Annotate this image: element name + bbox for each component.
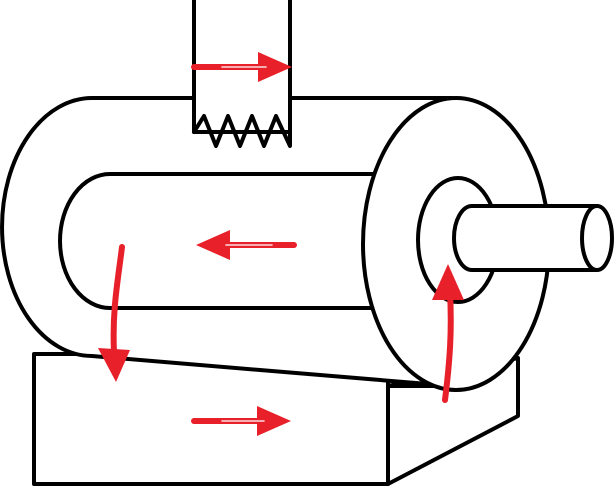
arrow-inner-passage: [196, 230, 297, 260]
shaft-end-face: [580, 204, 614, 272]
inner-cylinder-passage: [58, 172, 460, 310]
passage-body: [58, 172, 460, 310]
arrow-in-duct: [191, 52, 292, 82]
arrow-in-base: [191, 406, 291, 436]
shaft-body: [452, 204, 598, 272]
heating-element-zigzag: [192, 114, 292, 148]
output-shaft: [452, 204, 614, 272]
arrow-down-left: [98, 244, 130, 382]
arrow-up-right: [432, 264, 464, 403]
